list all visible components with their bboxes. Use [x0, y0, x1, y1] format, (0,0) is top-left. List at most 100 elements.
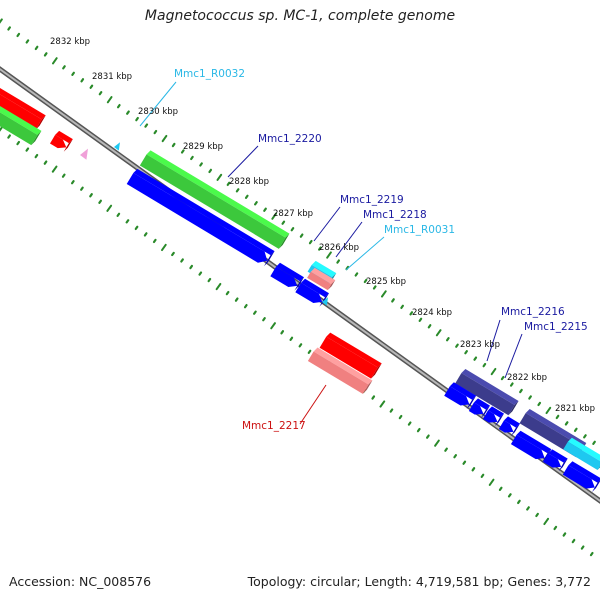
dark-feature-mmc1-2216-face [455, 373, 515, 416]
cds-b-end [480, 405, 491, 419]
scale-tick-minor [571, 538, 576, 544]
cds-a-top [449, 382, 477, 400]
cds-mmc1-2218-face [295, 282, 323, 304]
scale-tick-minor [354, 272, 359, 277]
scale-tick-major [161, 134, 168, 143]
scale-tick-minor [298, 343, 303, 348]
cds-f-end [591, 480, 600, 493]
red-feature-mmc1-2217 [319, 332, 382, 379]
red-feature-left-end [35, 115, 46, 130]
scale-tick-minor [453, 454, 458, 459]
pink-feature-mmc1-2217 [307, 347, 373, 394]
scale-tick-major [490, 367, 497, 376]
gene-label: Mmc1_R0032 [174, 68, 245, 80]
scale-tick-minor [7, 134, 11, 139]
cds-mmc1-2220 [126, 168, 275, 267]
scale-label: 2832 kbp [50, 37, 90, 47]
scale-tick-minor [555, 414, 560, 420]
cds-mmc1-2219-end [294, 277, 305, 291]
pink-feature-mmc1-2217-face [307, 351, 369, 394]
red-feature-small [49, 130, 73, 152]
cds-d-top [503, 416, 521, 428]
scale-tick-minor [281, 220, 286, 225]
scale-tick-minor [189, 264, 194, 270]
callout-line [504, 333, 523, 379]
cds-d-face [498, 420, 514, 433]
scale-tick-minor [526, 506, 530, 511]
scale-tick-minor [580, 545, 585, 550]
pink-feature-2218-face [307, 271, 332, 291]
green-feature-mmc1-2220-end [278, 233, 290, 249]
rna-marker-r0031 [322, 297, 328, 306]
dark-feature-mmc1-2216-top [461, 369, 519, 405]
pink-marker [80, 148, 88, 160]
scale-tick-major [543, 517, 550, 526]
scale-tick-minor [262, 317, 266, 322]
gene-label: Mmc1_2217 [242, 420, 306, 432]
scale-tick-minor [389, 408, 394, 413]
scale-label: 2824 kbp [412, 308, 452, 318]
scale-tick-minor [299, 233, 304, 238]
scale-tick-minor [71, 71, 75, 76]
cds-a-face [444, 386, 470, 406]
scale-label: 2829 kbp [183, 142, 223, 152]
dark-feature-mmc1-2215-top [525, 409, 587, 447]
rna-feature-right-end [597, 465, 600, 471]
cds-mmc1-2219 [270, 262, 305, 291]
cds-e-top [548, 449, 568, 463]
pink-feature-2218-top [310, 267, 336, 285]
scale-tick-minor [400, 304, 404, 310]
scale-tick-major [160, 243, 167, 252]
callout-line [345, 236, 385, 271]
scale-tick-minor [89, 193, 93, 198]
scale-tick-minor [235, 188, 240, 193]
scale-tick-minor [225, 290, 230, 296]
scale-tick-minor [509, 382, 514, 387]
scale-tick-minor [363, 278, 368, 284]
scale-tick-minor [89, 84, 94, 89]
scale-tick-minor [125, 219, 130, 224]
scale-tick-minor [254, 201, 258, 206]
rna-mmc1-r0031-top [311, 260, 337, 278]
scale-tick-minor [371, 395, 376, 400]
scale-label: 2823 kbp [460, 340, 500, 350]
scale-tick-minor [80, 78, 85, 83]
cds-mmc1-2220-end [263, 251, 275, 267]
cds-a-end [466, 395, 477, 410]
pink-feature-mmc1-2217-top [313, 347, 373, 385]
scale-tick-minor [336, 259, 341, 264]
accession-text: Accession: NC_008576 [9, 574, 152, 589]
scale-tick-major [216, 173, 223, 181]
green-feature-mmc1-2220-face [139, 154, 286, 249]
scale-tick-minor [98, 91, 103, 96]
cds-e-face [543, 453, 562, 468]
scale-tick-minor [407, 421, 412, 426]
scale-label: 2822 kbp [507, 373, 547, 383]
cds-f-face [562, 465, 595, 489]
scale-tick-minor [116, 212, 121, 217]
scale-tick-minor [500, 375, 505, 381]
scale-tick-major [271, 212, 278, 220]
green-feature-mmc1-2220-top [146, 150, 290, 238]
cds-e-end [558, 458, 568, 472]
cds-b-face [468, 402, 484, 415]
red-feature-mmc1-2217-face [319, 336, 378, 379]
scale-tick-minor [537, 401, 542, 407]
scale-tick-minor [80, 186, 84, 191]
gene-label: Mmc1_2215 [524, 321, 588, 333]
scale-tick-minor [135, 116, 139, 122]
scale-tick-major [434, 439, 440, 447]
scale-tick-minor [190, 155, 194, 161]
scale-tick-minor [528, 395, 532, 400]
cds-f-top [568, 461, 600, 483]
scale-tick-minor [307, 349, 312, 354]
scale-tick-minor [398, 414, 403, 420]
rna-feature-right-face [563, 441, 600, 471]
scale-tick-minor [144, 123, 149, 128]
red-feature-mmc1-2217-top [326, 332, 382, 368]
scale-tick-minor [409, 311, 414, 316]
scale-tick-major [215, 282, 222, 291]
scale-tick-major [0, 126, 3, 132]
scale-tick-major [51, 165, 58, 173]
